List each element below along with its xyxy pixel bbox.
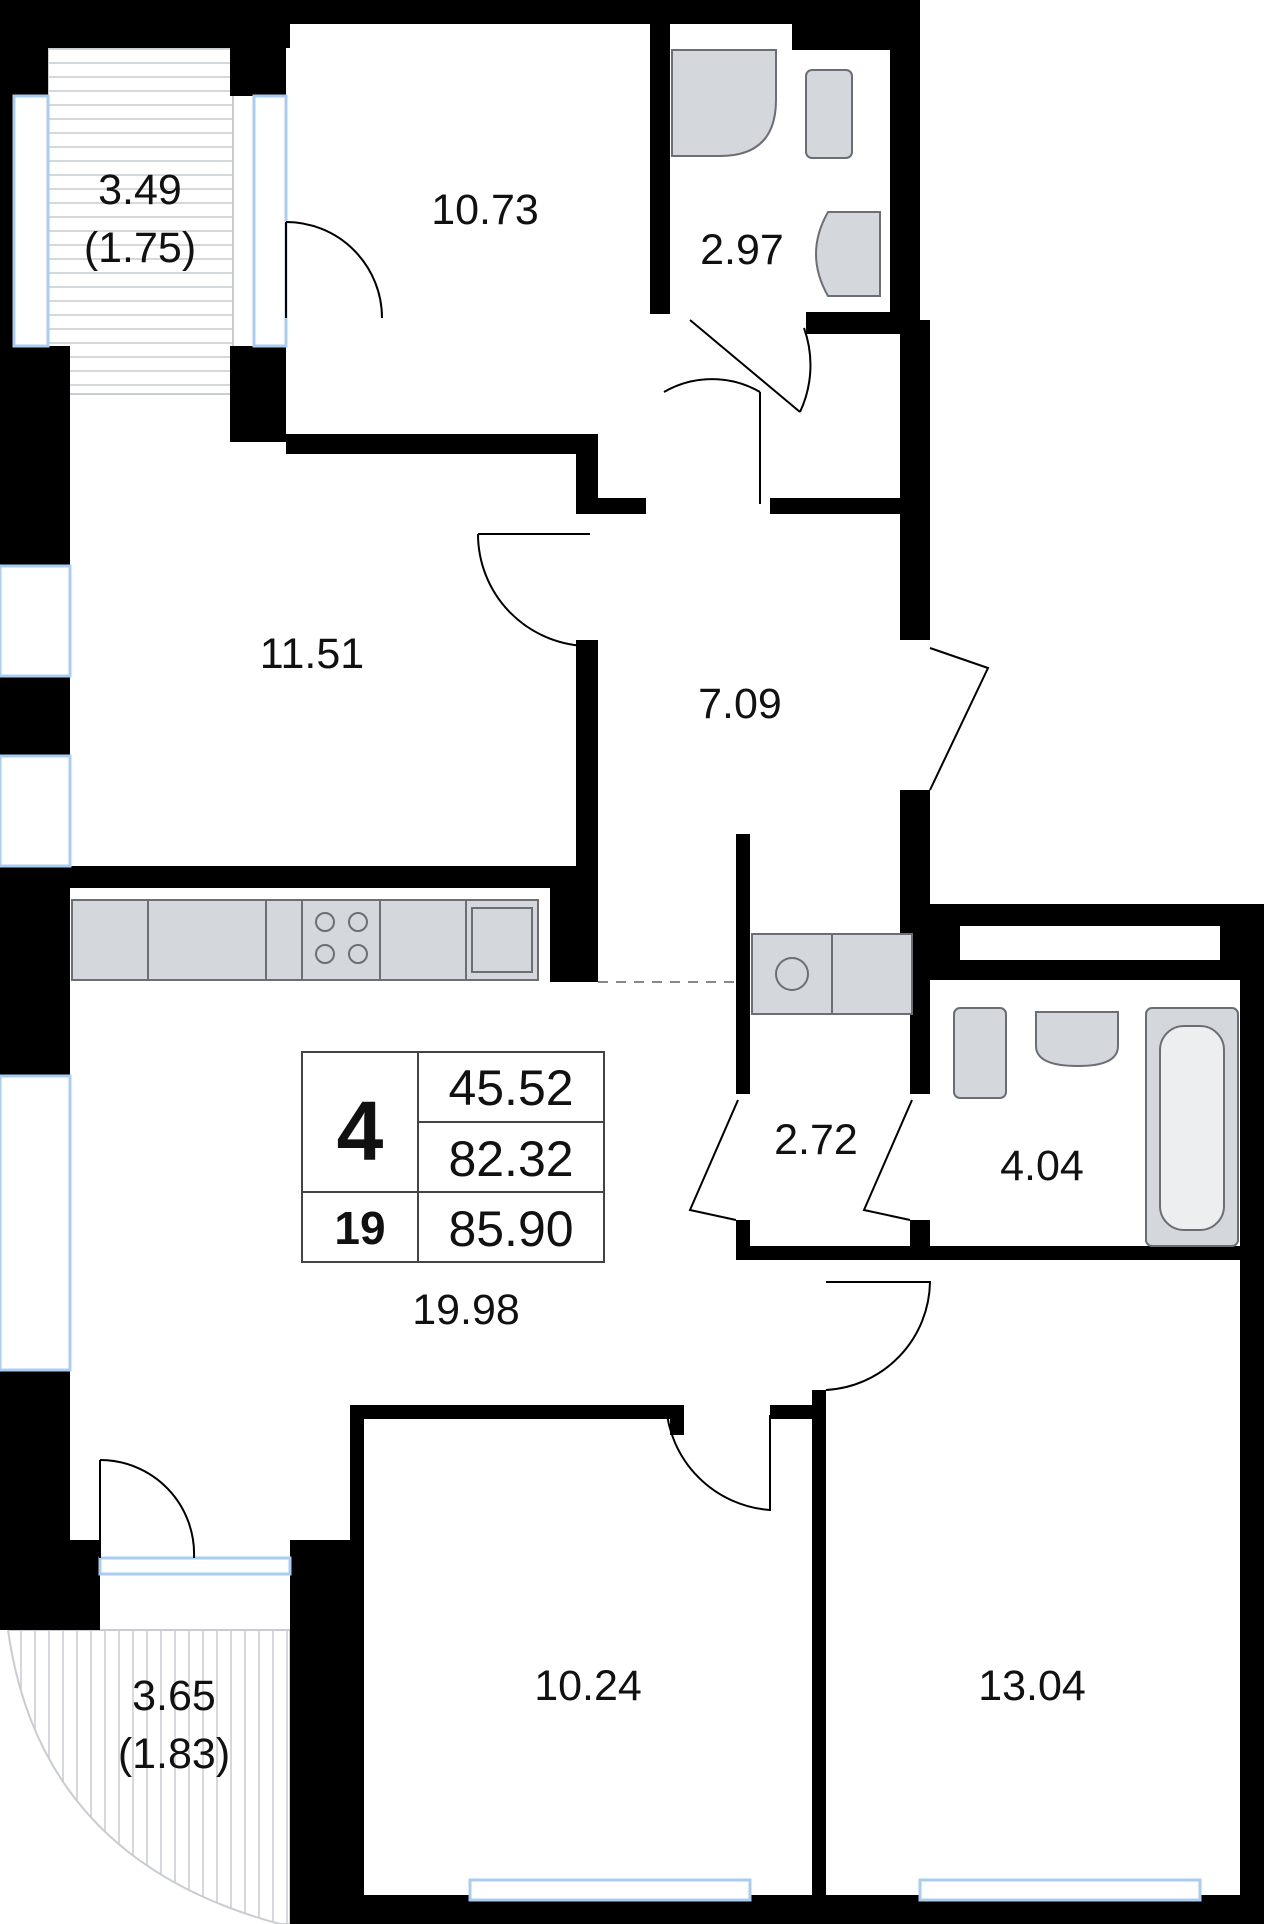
hallway-area: 7.09 [698, 680, 782, 728]
balcony-bottom-area: 3.65 [132, 1672, 216, 1720]
total-area-value: 82.32 [448, 1131, 573, 1187]
bedroom-bottom-right-area: 13.04 [978, 1662, 1086, 1710]
apartment-info-box: 4 45.52 82.32 19 85.90 [301, 1051, 605, 1263]
bathroom-right-area: 4.04 [1000, 1142, 1084, 1190]
balcony-bottom [6, 1629, 291, 1924]
balcony-top-area: 3.49 [98, 166, 182, 214]
laundry-appliances [751, 933, 913, 1015]
living-area-value: 45.52 [448, 1060, 573, 1116]
balcony-top [47, 47, 234, 395]
balcony-top-reduced-area: (1.75) [84, 224, 196, 272]
floor-number: 19 [334, 1202, 385, 1254]
total-area-with-balconies-value: 85.90 [448, 1201, 573, 1257]
bathroom-top-fixtures [671, 49, 881, 297]
bathroom-top-area: 2.97 [700, 226, 784, 274]
bedroom-left-area: 11.51 [260, 630, 364, 678]
bedroom-top-area: 10.73 [431, 186, 539, 234]
doors [99, 221, 990, 1559]
balcony-bottom-reduced-area: (1.83) [118, 1730, 230, 1778]
rooms-count: 4 [337, 1084, 384, 1178]
bathroom-right-fixtures [953, 1007, 1239, 1247]
kitchen-living-area: 19.98 [412, 1286, 520, 1334]
laundry-area: 2.72 [774, 1116, 858, 1164]
windows [0, 94, 1202, 1902]
bedroom-bottom-left-area: 10.24 [534, 1662, 642, 1710]
kitchen-counter [71, 899, 539, 981]
